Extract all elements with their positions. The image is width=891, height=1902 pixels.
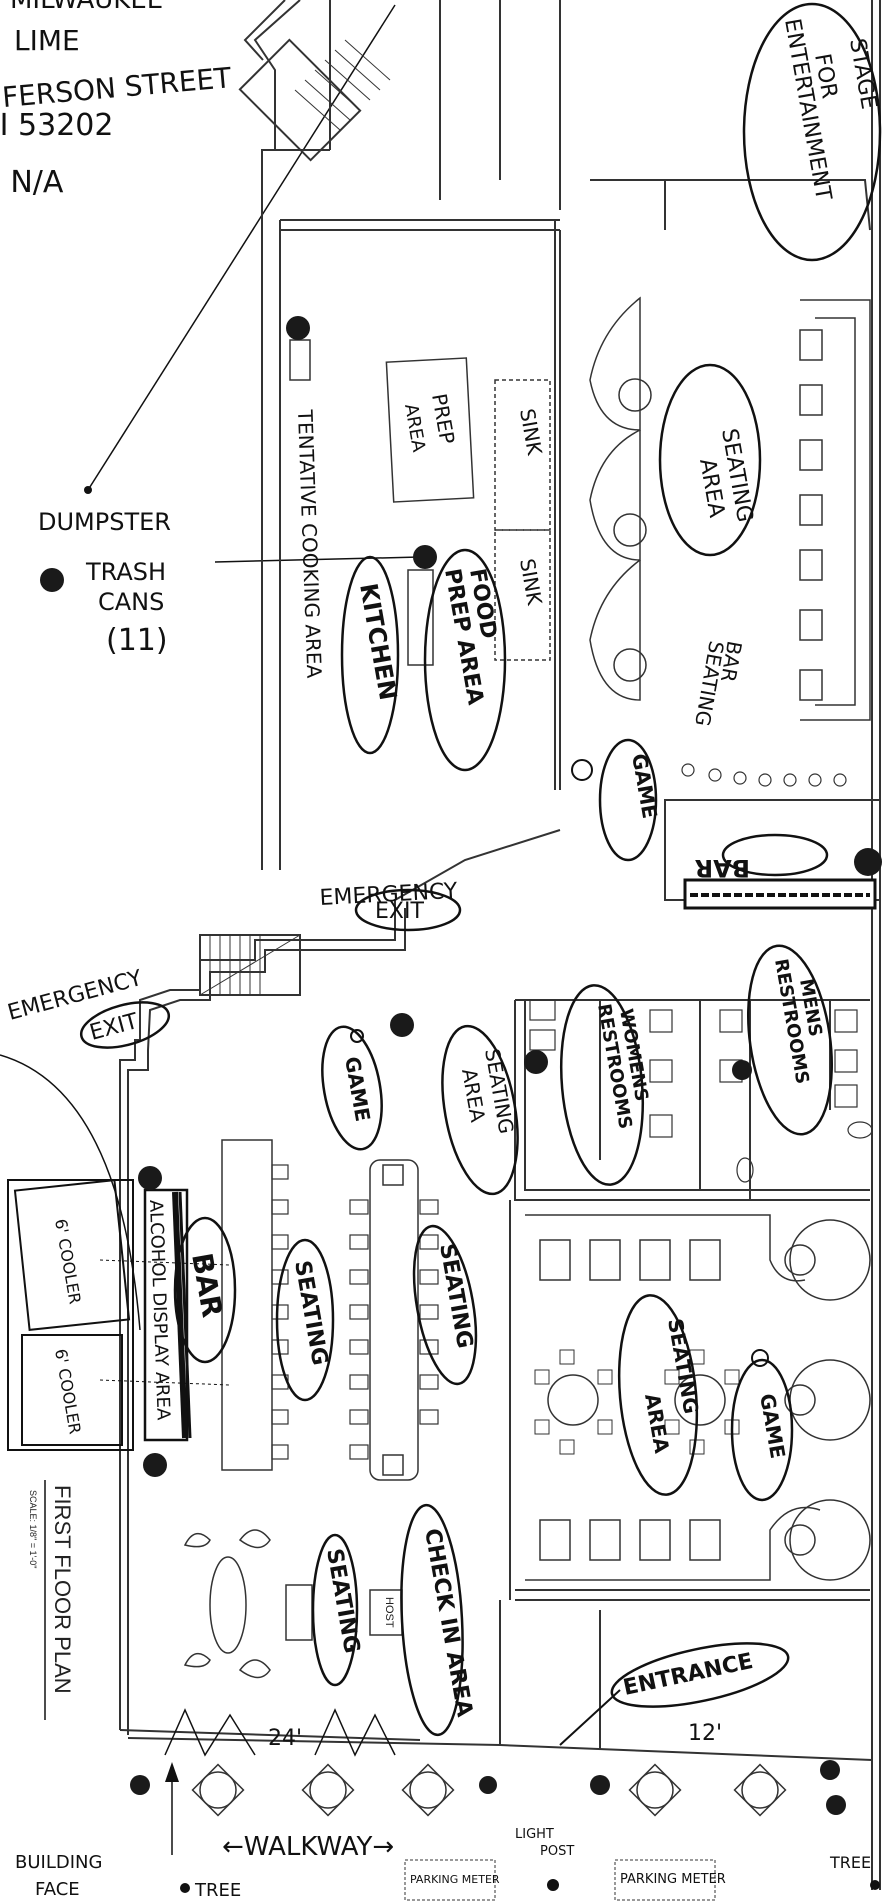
dumpster-pointer-dot [84, 486, 92, 494]
dumpster-leader-line [87, 4, 396, 491]
game-left-label: GAME [340, 1055, 375, 1124]
cooler-1-label: 6' COOLER [51, 1217, 85, 1305]
building-face-label-1: BUILDING [15, 1852, 102, 1873]
building-face-label-2: FACE [35, 1879, 80, 1900]
trash-can-restroom-2 [732, 1060, 752, 1080]
bar-stools-upper [681, 763, 847, 787]
trash-can-bar-1 [138, 1166, 162, 1190]
seating-lower-label-2: AREA [640, 1392, 674, 1456]
light-post-label-2: POST [540, 1844, 574, 1859]
kitchen-area: KITCHEN [340, 555, 402, 755]
mens-restrooms: MENS RESTROOMS [746, 944, 834, 1136]
kitchen-fixtures [289, 339, 551, 666]
building-face-marker: BUILDING FACE [15, 1762, 179, 1900]
bar-upper: BAR [664, 799, 882, 910]
check-in-area: CHECK IN AREA [400, 1503, 477, 1737]
bar-upper-label: BAR [695, 854, 750, 882]
trash-can-restroom-1 [524, 1050, 548, 1074]
seating-right-area: SEATING [412, 1224, 478, 1386]
emergency-exit-2-label-2: EXIT [87, 1009, 141, 1046]
stage-label-1: STAGE [844, 37, 881, 112]
seating-area-top: SEATING AREA [658, 363, 762, 557]
host-label: HOST [383, 1597, 395, 1628]
game-area-right: GAME [730, 1349, 794, 1502]
kitchen-label: KITCHEN [354, 581, 402, 702]
booth-seating-top [589, 296, 871, 721]
trash-can-bar-2 [143, 1453, 167, 1477]
game-area-upper: GAME [571, 738, 662, 862]
parking-meter-1-box [404, 1859, 496, 1901]
stairs-upper [294, 39, 391, 131]
width-right-dimension: 12' [688, 1721, 722, 1746]
seating-left-area: SEATING [275, 1238, 335, 1402]
floor-plan-title: FIRST FLOOR PLAN [50, 1485, 75, 1694]
address-line-venue: LIME [14, 24, 80, 57]
emergency-exit-upper: EMERGENCY EXIT [319, 879, 462, 932]
dining-chairs-lower [534, 1349, 740, 1455]
legend-dumpster: DUMPSTER [38, 508, 171, 536]
trash-can-symbol [40, 568, 64, 592]
prep-area: PREP AREA [400, 392, 459, 455]
tree-1-label: TREE [194, 1880, 241, 1901]
address-block: MILWAUKEE LIME JEFFERSON STREET WI 53202… [0, 0, 233, 200]
title-block: FIRST FLOOR PLAN SCALE: 1/8" = 1'-0" [28, 1480, 75, 1720]
address-line-extra: - N/A [0, 165, 64, 200]
scale-label: SCALE: 1/8" = 1'-0" [28, 1490, 38, 1568]
seating-bottom-area: SEATING [311, 1533, 364, 1687]
sink-label-2: SINK [515, 557, 547, 608]
lounge-furniture [183, 1529, 403, 1679]
parking-meter-2-box [614, 1859, 716, 1901]
sink-label-1: SINK [515, 407, 547, 458]
seating-lower-area: SEATING AREA [617, 1294, 703, 1496]
check-in-label: CHECK IN AREA [419, 1527, 477, 1719]
trash-leader-line [214, 556, 421, 563]
emergency-exit-1-label-2: EXIT [375, 899, 424, 924]
tentative-cooking-label: TENTATIVE COOKING AREA [293, 408, 326, 679]
food-prep-area: FOOD PREP AREA [423, 548, 507, 772]
alcohol-display-area: ALCOHOL DISPLAY AREA [143, 1188, 192, 1442]
stairs-lower [199, 934, 301, 996]
tree-1-marker [180, 1883, 190, 1893]
trash-can-bar-upper [854, 848, 882, 876]
tree-2-marker [870, 1880, 880, 1890]
restroom-fixtures [529, 999, 873, 1183]
seating-lower-label-1: SEATING [663, 1317, 703, 1416]
light-post-label-1: LIGHT [515, 1827, 554, 1842]
legend-cans: CANS [98, 588, 164, 616]
sidewalk-trash-cans [130, 1760, 846, 1815]
seating-left-label: SEATING [289, 1259, 332, 1368]
seating-area-mid: SEATING AREA [441, 1024, 519, 1196]
game-area-left: GAME [321, 1025, 383, 1151]
parking-meter-2-label: PARKING METER [620, 1872, 726, 1887]
prep-label-1: PREP [427, 392, 459, 446]
building-walls [119, 0, 881, 1890]
prep-label-2: AREA [400, 402, 429, 454]
walkway-label: ←WALKWAY→ [222, 1832, 394, 1862]
parking-meter-1-label: PARKING METER [410, 1873, 500, 1886]
facade-zigzag [164, 1708, 396, 1757]
game-upper-label: GAME [627, 752, 662, 821]
legend: DUMPSTER TRASH CANS (11) [38, 508, 421, 658]
cooler-2-label: 6' COOLER [51, 1347, 85, 1435]
light-post-marker [547, 1879, 559, 1891]
stage-label-3: ENTERTAINMENT [779, 17, 836, 203]
legend-count: (11) [106, 623, 168, 658]
bar-stools-main [271, 1164, 439, 1460]
stage-area: STAGE FOR ENTERTAINMENT [742, 2, 882, 262]
width-left-dimension: 24' [268, 1726, 302, 1751]
entrance-area: ENTRANCE [559, 1642, 790, 1746]
trash-can-kitchen-1 [286, 316, 310, 340]
womens-restrooms: WOMENS RESTROOMS [559, 984, 652, 1186]
tree-2-label: TREE [829, 1853, 871, 1872]
sidewalk-tables [191, 1763, 787, 1817]
trash-can-mid [390, 1013, 414, 1037]
legend-trash: TRASH [85, 558, 166, 586]
trash-can-kitchen-2 [413, 545, 437, 569]
bar-seating-label-2: SEATING [690, 639, 729, 728]
booth-seating-lower [525, 1214, 871, 1581]
bar-seating-label: BAR SEATING [690, 639, 747, 728]
address-line-city: WI 53202 [0, 108, 113, 143]
address-line-name: MILWAUKEE [10, 0, 163, 15]
